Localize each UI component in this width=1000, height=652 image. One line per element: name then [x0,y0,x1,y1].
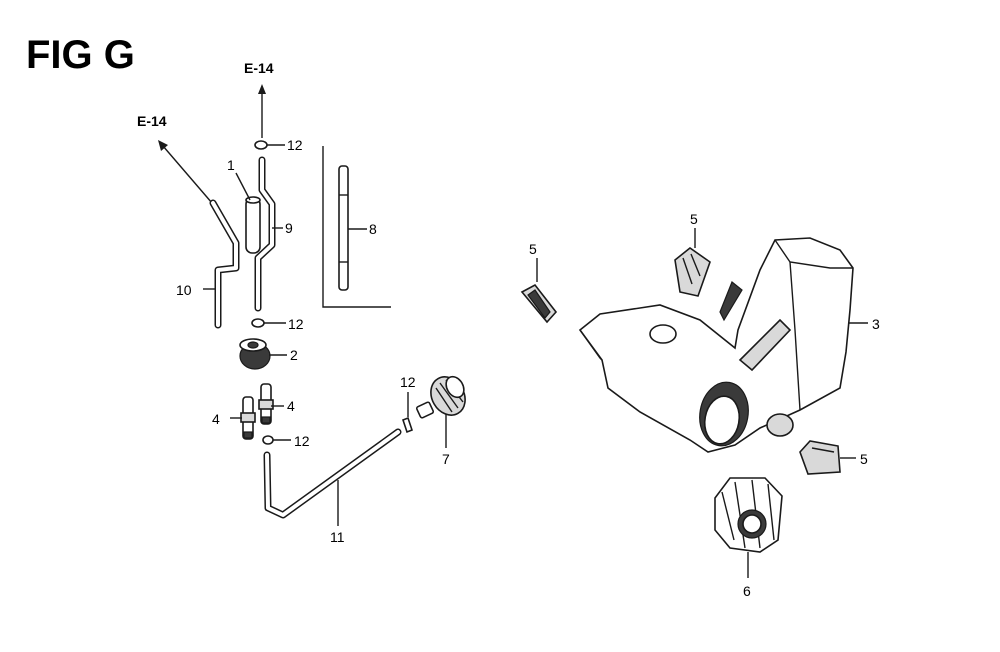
fuel-tube-10 [209,199,240,329]
callout-11: 11 [330,529,345,545]
grommet-5-left [520,283,558,324]
clip-12-filter [402,416,413,434]
grommet-5-top [674,247,711,297]
bracket-8 [322,146,391,308]
callout-2: 2 [290,347,298,363]
figure-title: FIG G [26,33,135,77]
callout-1: 1 [227,157,235,173]
callout-4-right: 4 [287,398,295,414]
reference-label-left: E-14 [137,113,167,129]
fitting-4-left [240,396,256,440]
fuel-tube-9 [254,156,276,312]
callout-12-top: 12 [287,137,303,153]
callout-5-left: 5 [529,241,537,257]
reference-label-top: E-14 [244,60,274,76]
callout-3: 3 [872,316,880,332]
callout-9: 9 [285,220,293,236]
callout-5-top: 5 [690,211,698,227]
arrowhead-top [258,84,266,94]
callout-8: 8 [369,221,377,237]
callout-6: 6 [743,583,751,599]
callout-7: 7 [442,451,450,467]
fuel-tube-11 [263,428,402,519]
clip-12-middle [251,318,265,328]
fuel-cap-6 [714,477,783,553]
fuel-tank-3 [578,237,854,453]
clip-12-lower [262,435,274,445]
cap-2 [239,338,271,370]
reference-arrow-left [162,145,213,204]
callout-12-middle: 12 [288,316,304,332]
callout-12-lower: 12 [294,433,310,449]
callout-4-left: 4 [212,411,220,427]
rod-8 [338,165,349,291]
clip-12-top [254,140,268,150]
arrowhead-left [158,140,168,151]
grommet-5-right [799,440,841,475]
fuel-filter-7 [415,375,466,419]
callout-10: 10 [176,282,192,298]
fitting-4-right [258,383,274,425]
tube-1 [245,196,261,254]
callout-12-filter: 12 [400,374,416,390]
callout-5-right: 5 [860,451,868,467]
